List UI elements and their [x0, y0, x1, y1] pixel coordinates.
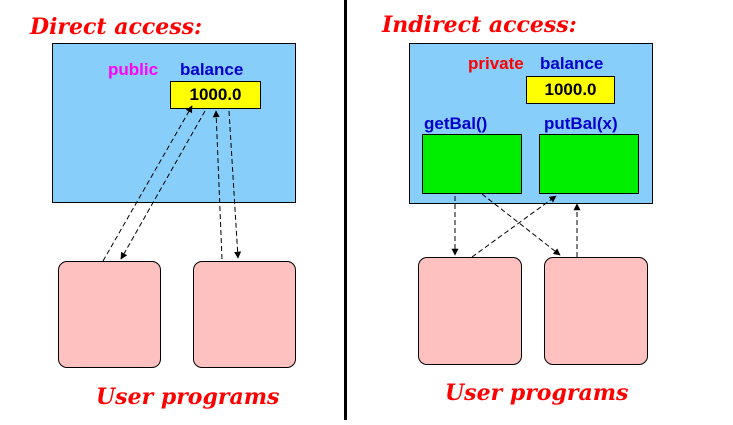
- putbal-method-label: putBal(x): [544, 114, 618, 133]
- putbal-method-box: [539, 134, 639, 194]
- arrow-user3-to-putbal: [471, 195, 557, 258]
- public-object-box: [52, 43, 296, 203]
- right-user-programs-label: User programs: [445, 380, 629, 406]
- user-program-box-4: [544, 257, 648, 365]
- getbal-method-box: [422, 134, 522, 194]
- getbal-method-label: getBal(): [424, 114, 488, 133]
- public-balance-label: balance: [180, 60, 244, 79]
- arrow-user2-to-balance: [212, 110, 223, 260]
- private-balance-label: balance: [540, 54, 604, 73]
- public-modifier-label: public: [108, 60, 159, 79]
- public-balance-value: 1000.0: [170, 81, 261, 109]
- arrow-getbal-to-user4: [481, 193, 561, 256]
- indirect-access-heading: Indirect access:: [382, 12, 577, 38]
- private-balance-value: 1000.0: [526, 76, 615, 104]
- user-program-box-3: [418, 257, 522, 365]
- user-program-box-2: [193, 261, 296, 368]
- arrow-user1-to-balance: [102, 105, 193, 262]
- panel-divider: [344, 0, 347, 420]
- arrow-balance-to-user1: [120, 110, 206, 260]
- direct-access-heading: Direct access:: [30, 14, 203, 40]
- arrow-balance-to-user2: [228, 110, 242, 259]
- user-program-box-1: [58, 261, 161, 368]
- private-modifier-label: private: [468, 54, 524, 73]
- left-user-programs-label: User programs: [96, 384, 280, 410]
